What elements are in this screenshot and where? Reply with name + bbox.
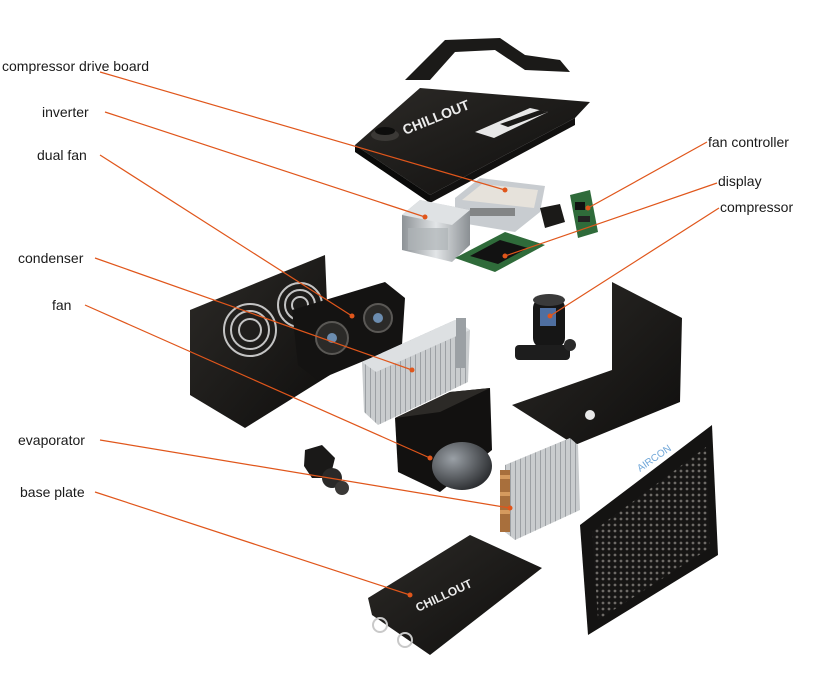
- label-compressor-drive-board: compressor drive board: [2, 58, 150, 74]
- leader-dual-fan: [99, 154, 353, 317]
- label-fan: fan: [52, 297, 72, 313]
- evaporator: [500, 438, 580, 540]
- front-grille: [580, 425, 718, 635]
- fan-blower: [432, 442, 492, 490]
- base-plate: [368, 535, 542, 655]
- label-condenser: condenser: [18, 250, 84, 266]
- label-inverter: inverter: [42, 104, 89, 120]
- fan-motor: [304, 445, 349, 495]
- leader-compressor: [549, 207, 720, 317]
- label-evaporator: evaporator: [18, 432, 85, 448]
- leader-base-plate: [94, 491, 411, 596]
- condenser: [362, 318, 470, 425]
- inverter: [402, 200, 470, 262]
- compressor-unit: [515, 294, 576, 360]
- leader-evaporator: [99, 439, 511, 509]
- top-lid: [355, 88, 590, 203]
- leader-compressor-drive-board: [99, 71, 506, 191]
- fan-controller: [540, 190, 598, 238]
- label-display: display: [718, 173, 762, 189]
- display-board: [455, 232, 545, 272]
- compressor-drive-board: [455, 178, 545, 232]
- leader-fan: [84, 304, 431, 459]
- handle: [405, 38, 570, 80]
- label-dual-fan: dual fan: [37, 147, 87, 163]
- label-fan-controller: fan controller: [708, 134, 789, 150]
- back-panel: [512, 282, 682, 445]
- leader-condenser: [94, 257, 413, 371]
- leader-inverter: [104, 111, 426, 218]
- leader-fan-controller: [587, 141, 708, 209]
- leader-lines: [84, 71, 720, 596]
- label-base-plate: base plate: [20, 484, 85, 500]
- leader-display: [504, 182, 718, 257]
- leader-dots: [349, 187, 591, 598]
- label-compressor: compressor: [720, 199, 794, 215]
